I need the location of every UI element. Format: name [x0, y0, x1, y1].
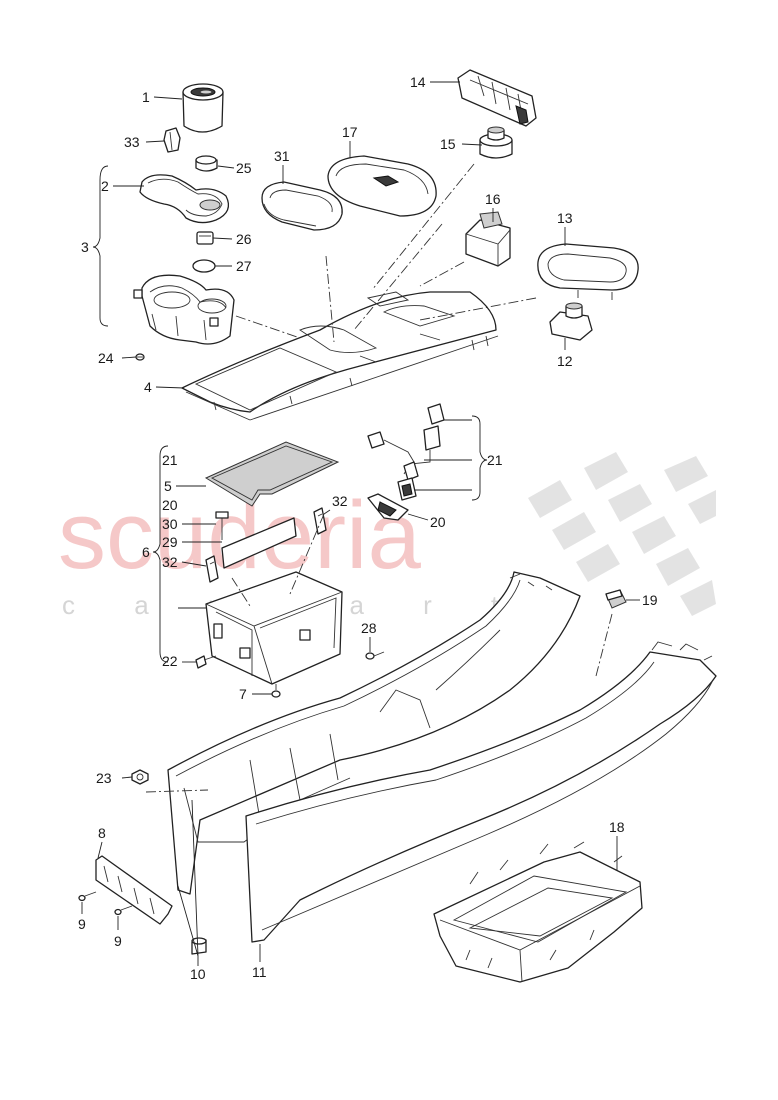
part-10-grommet — [191, 937, 207, 955]
callout-15: 15 — [440, 136, 456, 152]
part-12-knob — [549, 302, 593, 341]
callout-21-right: 21 — [487, 452, 503, 468]
part-30-screw — [215, 511, 229, 540]
dash-23 — [145, 789, 209, 793]
part-18-storage-box — [433, 841, 643, 983]
part-32-clip-a — [205, 555, 219, 583]
bracket-21 — [471, 415, 488, 501]
part-16-selector — [465, 211, 511, 267]
part-29-pad — [221, 517, 297, 569]
part-8-trim — [95, 855, 173, 925]
part-5-mat — [204, 441, 340, 507]
callout-3: 3 — [81, 239, 89, 255]
bracket-6 — [152, 445, 169, 663]
callout-6: 6 — [142, 544, 150, 560]
part-26-clip — [196, 231, 214, 245]
callout-5: 5 — [164, 478, 172, 494]
part-23-nut — [131, 769, 149, 785]
dash-6 — [231, 513, 325, 607]
part-11-console-body — [167, 571, 717, 943]
callout-18: 18 — [609, 819, 625, 835]
callout-22: 22 — [162, 653, 178, 669]
callout-19: 19 — [642, 592, 658, 608]
callout-20-right: 20 — [430, 514, 446, 530]
callout-16: 16 — [485, 191, 501, 207]
bracket-3 — [92, 165, 109, 327]
dash-16 — [419, 261, 465, 287]
callout-17: 17 — [342, 124, 358, 140]
part-9-screw-a — [78, 891, 97, 902]
part-2-mat — [139, 174, 230, 224]
part-7-screw — [271, 684, 281, 698]
callout-9-right: 9 — [114, 933, 122, 949]
dash-19 — [595, 613, 613, 677]
dash-3 — [235, 315, 301, 339]
dash-31 — [325, 255, 335, 343]
watermark-brand: scuderia — [58, 482, 421, 589]
part-28-screw — [365, 651, 385, 660]
callout-25: 25 — [236, 160, 252, 176]
part-1-cup-insert — [182, 83, 224, 133]
callout-21-left: 21 — [162, 452, 178, 468]
callout-27: 27 — [236, 258, 252, 274]
part-9-screw-b — [114, 905, 133, 916]
callout-8: 8 — [98, 825, 106, 841]
callout-11: 11 — [252, 964, 267, 980]
part-14-switch-panel — [457, 69, 537, 127]
callout-26: 26 — [236, 231, 252, 247]
callout-1: 1 — [142, 89, 150, 105]
callout-7: 7 — [239, 686, 247, 702]
callout-28: 28 — [361, 620, 377, 636]
callout-10: 10 — [190, 966, 206, 982]
callout-32-left: 32 — [162, 554, 178, 570]
part-22-screw — [195, 655, 217, 669]
part-25-washer — [195, 155, 218, 172]
part-17-lid — [327, 155, 437, 217]
callout-13: 13 — [557, 210, 573, 226]
dash-17 — [353, 223, 443, 331]
callout-29: 29 — [162, 534, 178, 550]
dash-13 — [419, 297, 537, 321]
callout-32-right: 32 — [332, 493, 348, 509]
callout-14: 14 — [410, 74, 426, 90]
part-27-o-ring — [192, 259, 216, 273]
part-24-screw — [135, 353, 145, 361]
part-21-switch — [367, 403, 445, 501]
checkered-flag-icon — [528, 452, 716, 616]
dash-15 — [371, 163, 475, 291]
leader-lines — [81, 81, 640, 966]
callout-labels: 1 33 2 25 3 26 27 24 4 31 17 14 15 16 13… — [78, 74, 658, 982]
callout-20-left: 20 — [162, 497, 178, 513]
part-31-lid — [261, 181, 343, 231]
callout-24: 24 — [98, 350, 114, 366]
callout-33: 33 — [124, 134, 140, 150]
part-13-trim-ring — [537, 243, 639, 300]
part-4-top-panel — [181, 291, 499, 421]
part-32-clip-b — [313, 507, 327, 535]
part-19-cap — [605, 589, 627, 609]
callout-23: 23 — [96, 770, 112, 786]
callout-2: 2 — [101, 178, 109, 194]
callout-30: 30 — [162, 516, 178, 532]
callout-31: 31 — [274, 148, 290, 164]
part-33-clip — [163, 127, 181, 153]
part-3-cup-holder — [133, 274, 235, 345]
part-15-knob — [479, 126, 513, 159]
part-20-bezel — [367, 493, 409, 521]
callout-4: 4 — [144, 379, 152, 395]
part-6-storage-tray — [205, 571, 343, 685]
callout-12: 12 — [557, 353, 573, 369]
callout-9-left: 9 — [78, 916, 86, 932]
